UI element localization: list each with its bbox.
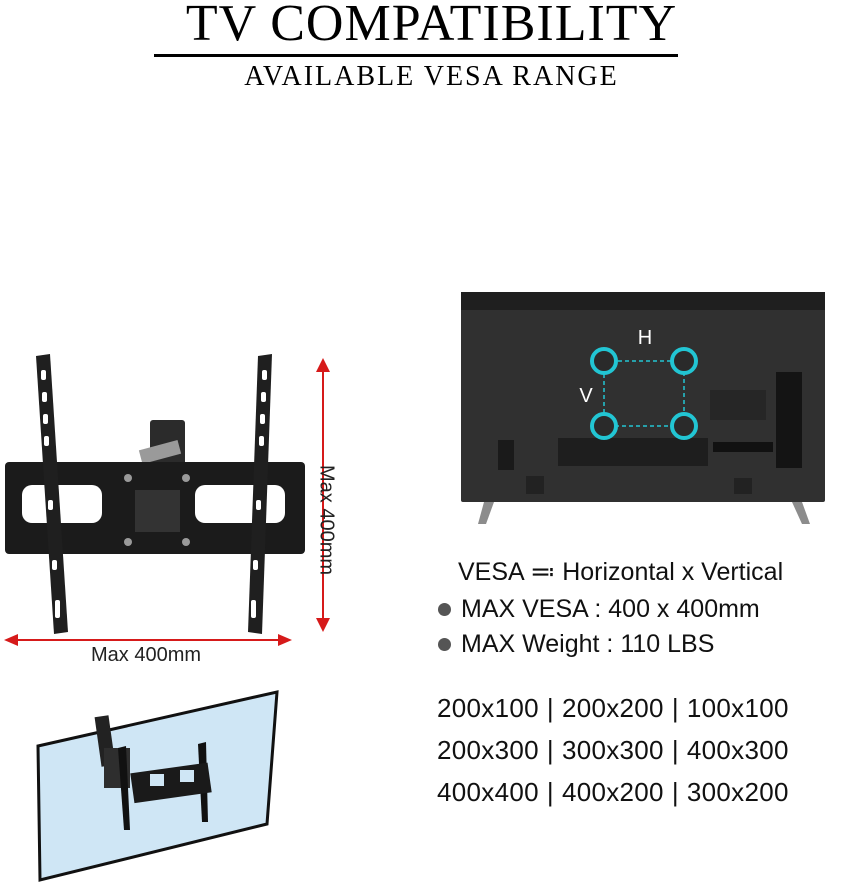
vesa-pattern: 400x300 — [686, 735, 789, 765]
tv-stand-left — [478, 502, 494, 524]
vesa-hole-top-right — [670, 347, 698, 375]
vesa-pattern-row: 400x400|400x200|300x200 — [437, 777, 789, 807]
horizontal-dimension-arrow — [4, 634, 292, 646]
vesa-v-label: V — [579, 385, 593, 407]
vesa-hole-bottom-left — [590, 412, 618, 440]
vesa-formula: VESA ≕ Horizontal x Vertical — [458, 558, 784, 586]
vesa-pattern-row: 200x100|200x200|100x100 — [437, 693, 789, 723]
vesa-pattern: 400x400 — [437, 777, 539, 807]
vesa-pattern: 300x200 — [686, 777, 789, 807]
spec-item-max-vesa: MAX VESA : 400 x 400mm — [438, 595, 760, 624]
spec-item-max-weight: MAX Weight : 110 LBS — [438, 630, 714, 659]
spec-text: MAX VESA : 400 x 400mm — [461, 595, 760, 623]
vesa-pattern: 400x200 — [561, 777, 664, 807]
tv-panel — [461, 292, 825, 502]
page-title: TV COMPATIBILITY — [185, 0, 678, 52]
wall-mount-illustration — [36, 690, 279, 882]
vesa-pattern-row: 200x300|300x300|400x300 — [437, 735, 789, 765]
page-subtitle: AVAILABLE VESA RANGE — [244, 61, 619, 92]
vesa-pattern: 200x200 — [561, 693, 664, 723]
title-underline — [154, 54, 678, 57]
spec-text: MAX Weight : 110 LBS — [461, 630, 715, 658]
vesa-h-label: H — [638, 327, 652, 349]
max-horizontal-label: Max 400mm — [91, 644, 202, 666]
tv-back-illustration: H V — [461, 292, 825, 524]
vertical-dimension-arrow — [316, 358, 330, 632]
vesa-pattern: 200x100 — [437, 693, 539, 723]
vesa-hole-bottom-right — [670, 412, 698, 440]
bullet-icon — [438, 638, 451, 651]
vesa-hole-top-left — [590, 347, 618, 375]
vesa-pattern: 100x100 — [686, 693, 789, 723]
mount-bracket-illustration — [4, 354, 330, 646]
left-rail — [36, 354, 68, 634]
vesa-pattern: 200x300 — [437, 735, 539, 765]
vesa-pattern: 300x300 — [561, 735, 664, 765]
tv-stand-right — [792, 502, 810, 524]
max-vertical-label: Max 400mm — [315, 464, 338, 576]
vesa-pattern-list: 200x100|200x200|100x100 200x300|300x300|… — [437, 688, 789, 814]
bullet-icon — [438, 603, 451, 616]
